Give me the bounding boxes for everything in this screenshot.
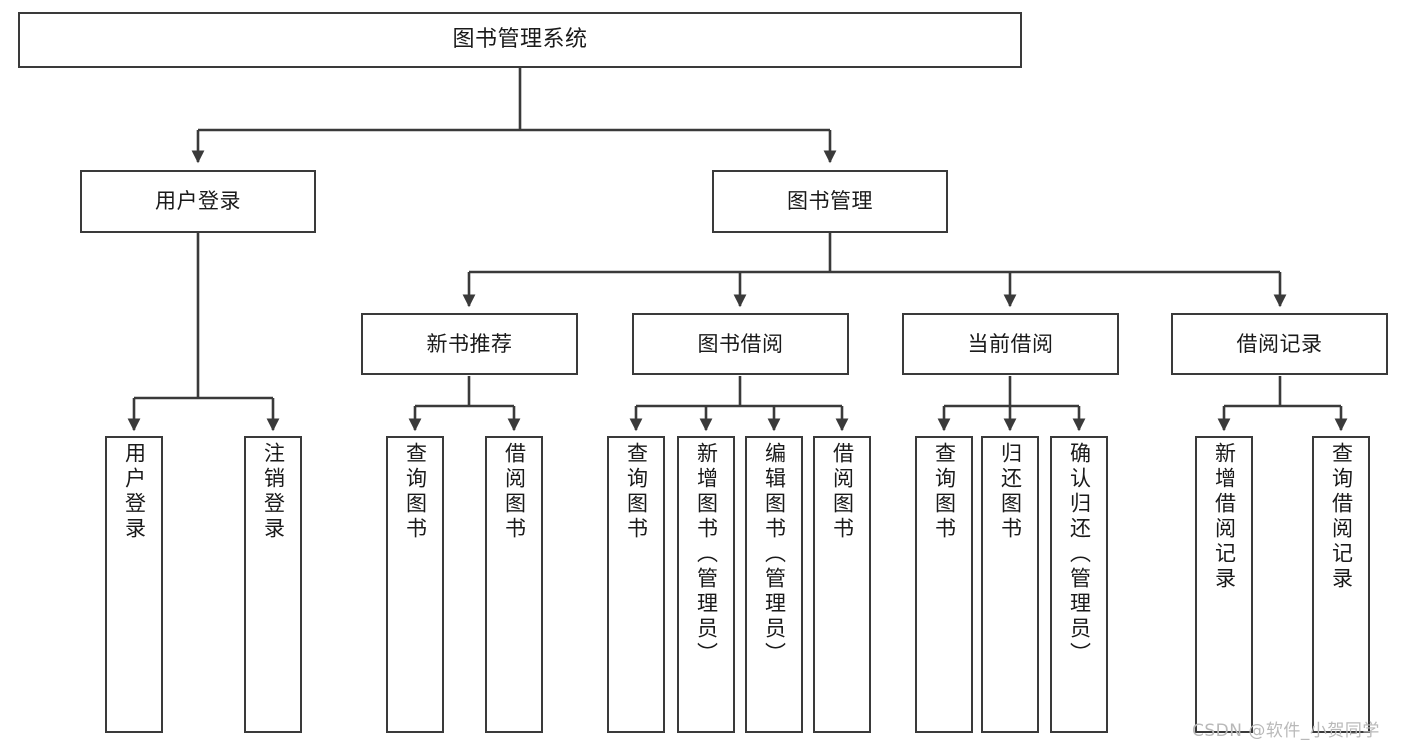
node-current-borrow[interactable]: 当前借阅	[902, 313, 1119, 375]
node-label: 新书推荐	[426, 331, 513, 356]
leaf-new-book-borrow[interactable]: 借阅图书	[485, 436, 543, 733]
node-label: 借阅记录	[1236, 331, 1323, 356]
node-user-login[interactable]: 用户登录	[80, 170, 316, 233]
node-label: 用户登录	[122, 442, 147, 542]
node-label: 编辑图书（管理员）	[762, 442, 787, 667]
node-label: 新增图书（管理员）	[694, 442, 719, 667]
node-label: 用户登录	[155, 189, 241, 213]
node-label: 查询借阅记录	[1329, 442, 1354, 592]
node-label: 确认归还（管理员）	[1067, 442, 1092, 667]
node-book-management[interactable]: 图书管理	[712, 170, 948, 233]
leaf-new-book-query[interactable]: 查询图书	[386, 436, 444, 733]
node-label: 当前借阅	[967, 331, 1054, 356]
node-label: 图书管理	[787, 189, 873, 213]
csdn-watermark: CSDN @软件_小贺同学	[1192, 721, 1380, 741]
node-book-borrow[interactable]: 图书借阅	[632, 313, 849, 375]
leaf-borrow-record-query[interactable]: 查询借阅记录	[1312, 436, 1370, 733]
leaf-borrow-record-add[interactable]: 新增借阅记录	[1195, 436, 1253, 733]
leaf-user-login-login[interactable]: 用户登录	[105, 436, 163, 733]
node-label: 查询图书	[932, 442, 957, 542]
node-label: 新增借阅记录	[1212, 442, 1237, 592]
leaf-current-borrow-return[interactable]: 归还图书	[981, 436, 1039, 733]
leaf-book-borrow-edit[interactable]: 编辑图书（管理员）	[745, 436, 803, 733]
node-root-system[interactable]: 图书管理系统	[18, 12, 1022, 68]
leaf-user-login-logout[interactable]: 注销登录	[244, 436, 302, 733]
node-label: 图书借阅	[697, 331, 784, 356]
node-label: 归还图书	[998, 442, 1023, 542]
leaf-current-borrow-query[interactable]: 查询图书	[915, 436, 973, 733]
node-label: 借阅图书	[502, 442, 527, 542]
node-label: 查询图书	[624, 442, 649, 542]
node-label: 借阅图书	[830, 442, 855, 542]
leaf-book-borrow-query[interactable]: 查询图书	[607, 436, 665, 733]
node-label: 图书管理系统	[452, 27, 588, 52]
leaf-book-borrow-borrow[interactable]: 借阅图书	[813, 436, 871, 733]
leaf-current-borrow-confirm-return[interactable]: 确认归还（管理员）	[1050, 436, 1108, 733]
node-label: 查询图书	[403, 442, 428, 542]
node-borrow-record[interactable]: 借阅记录	[1171, 313, 1388, 375]
node-label: 注销登录	[261, 442, 286, 542]
leaf-book-borrow-add[interactable]: 新增图书（管理员）	[677, 436, 735, 733]
node-new-book-recommend[interactable]: 新书推荐	[361, 313, 578, 375]
